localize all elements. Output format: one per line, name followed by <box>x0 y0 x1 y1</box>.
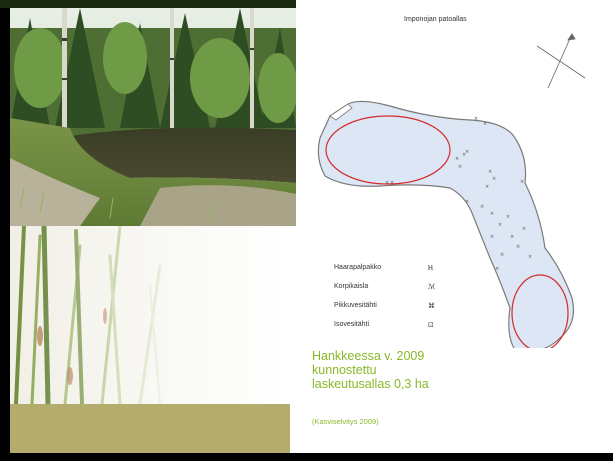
map-title: Imponojan patoallas <box>404 16 467 23</box>
svg-text:×: × <box>506 214 510 220</box>
korpikaisla-symbol-icon: ℳ <box>428 283 436 291</box>
svg-text:×: × <box>458 164 462 170</box>
haarapalpakko-symbol-icon: Ⲏ <box>428 264 433 272</box>
forest-pond-photo <box>10 8 296 226</box>
source-citation: (Kasviselvitys 2009) <box>312 417 379 426</box>
caption-line: laskeutusallas 0,3 ha <box>312 377 429 391</box>
svg-text:×: × <box>492 176 496 182</box>
accent-bar <box>10 404 290 453</box>
legend-name: Korpikaisla <box>334 283 369 290</box>
svg-text:×: × <box>483 121 487 127</box>
svg-text:×: × <box>480 204 484 210</box>
compass-rose-icon <box>536 33 586 89</box>
svg-text:×: × <box>500 252 504 258</box>
plant-markers: × × × × × × × × × × × × × × × × × × × × <box>385 116 532 272</box>
svg-text:×: × <box>498 222 502 228</box>
left-frame-bar <box>0 0 10 461</box>
caption-line: kunnostettu <box>312 363 377 377</box>
north-basin-highlight <box>325 115 451 185</box>
svg-text:×: × <box>465 149 469 155</box>
svg-text:×: × <box>385 180 389 186</box>
svg-text:×: × <box>522 226 526 232</box>
caption-line: Hankkeessa v. 2009 <box>312 349 425 363</box>
svg-text:×: × <box>465 199 469 205</box>
caption: Hankkeessa v. 2009 kunnostettu laskeutus… <box>312 349 462 391</box>
pond-shape <box>317 100 575 351</box>
svg-text:×: × <box>488 169 492 175</box>
svg-text:×: × <box>528 254 532 260</box>
svg-text:×: × <box>490 234 494 240</box>
svg-text:×: × <box>510 234 514 240</box>
bottom-frame-bar <box>0 453 613 461</box>
pikkuvesitahti-symbol-icon: ⌘ <box>428 302 435 310</box>
svg-text:×: × <box>455 156 459 162</box>
svg-text:×: × <box>520 179 524 185</box>
pond-map: × × × × × × × × × × × × × × × × × × × × <box>300 8 613 352</box>
svg-text:×: × <box>485 184 489 190</box>
reeds-photo <box>10 226 290 404</box>
isovesitahti-symbol-icon: ⊡ <box>428 321 434 329</box>
svg-text:×: × <box>462 152 466 158</box>
legend-name: Isovesitähti <box>334 321 370 328</box>
legend-name: Pikkuvesitähti <box>334 302 377 309</box>
svg-text:×: × <box>490 211 494 217</box>
svg-text:×: × <box>390 180 394 186</box>
top-frame-bar <box>0 0 296 8</box>
svg-text:×: × <box>474 116 478 122</box>
legend-name: Haarapalpakko <box>334 264 382 271</box>
svg-text:×: × <box>516 244 520 250</box>
svg-text:×: × <box>495 266 499 272</box>
